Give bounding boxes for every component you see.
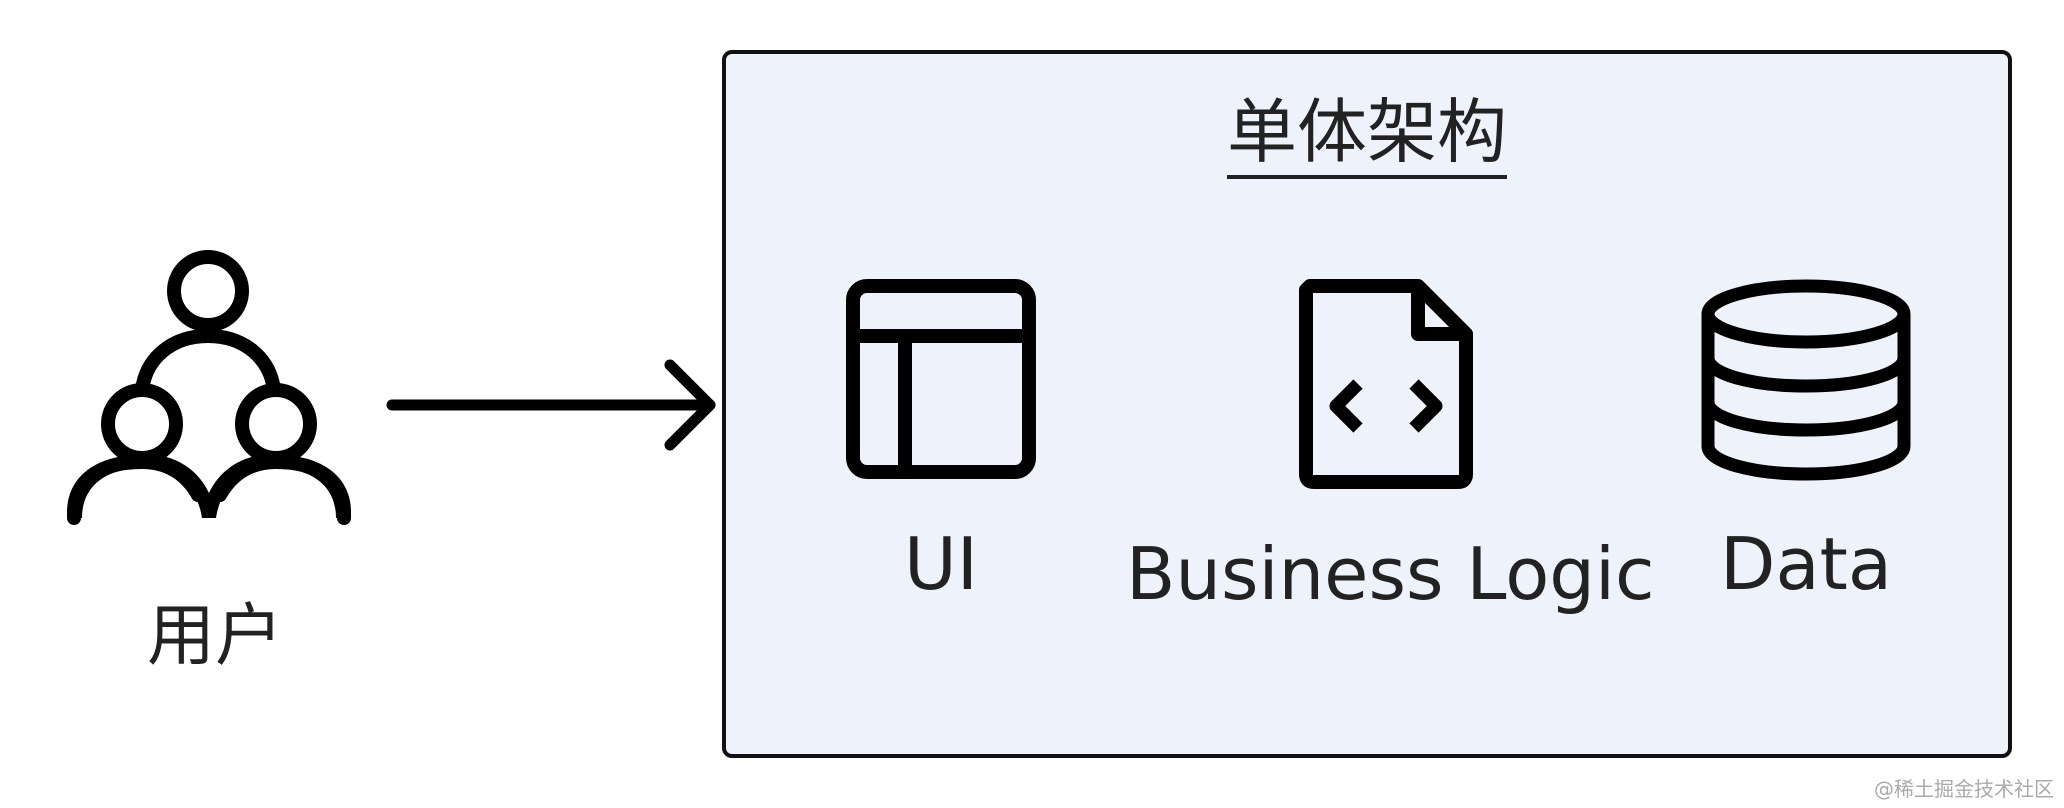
layout-window-icon	[846, 279, 1036, 479]
architecture-title: 单体架构	[726, 76, 2008, 179]
user-node: 用户	[60, 250, 370, 676]
architecture-container: 单体架构 UI Busines	[722, 50, 2012, 758]
arrow-right-icon	[386, 359, 716, 451]
users-group-icon	[67, 250, 351, 525]
component-business-logic-label: Business Logic	[1126, 532, 1655, 616]
component-ui: UI	[841, 274, 1041, 606]
component-business-logic: Business Logic	[1126, 274, 1655, 616]
architecture-title-text: 单体架构	[1227, 91, 1507, 179]
component-data-label: Data	[1720, 522, 1892, 606]
component-data: Data	[1666, 274, 1946, 606]
database-icon	[1701, 279, 1911, 481]
code-file-icon	[1299, 279, 1473, 489]
user-label: 用户	[146, 597, 283, 676]
component-ui-label: UI	[904, 522, 978, 606]
watermark: @稀土掘金技术社区	[1874, 777, 2054, 801]
